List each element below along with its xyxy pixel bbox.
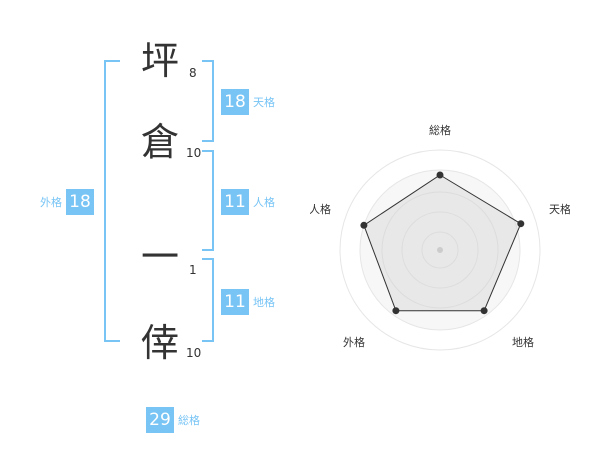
radar-polygon: [363, 174, 522, 312]
radar-label-soukaku: 総格: [429, 123, 451, 137]
radar-center-dot: [437, 247, 443, 253]
name-char-4: 倖: [140, 321, 179, 365]
stroke-count-2: 10: [186, 146, 202, 160]
soukaku-badge: 29 総格: [146, 407, 200, 433]
radar-label-tenkaku: 天格: [549, 202, 570, 216]
gaikaku-label: 外格: [40, 196, 62, 209]
jinkaku-badge: 11 人格: [221, 189, 275, 215]
stroke-count-4: 10: [186, 346, 202, 360]
tenkaku-bracket: [202, 60, 214, 142]
gaikaku-bracket: [104, 60, 120, 342]
jinkaku-value: 11: [221, 189, 249, 215]
name-char-1: 坪: [140, 39, 179, 83]
soukaku-label: 総格: [178, 414, 200, 427]
radar-point-1: [436, 171, 444, 179]
tenkaku-badge: 18 天格: [221, 89, 275, 115]
radar-point-3: [480, 307, 488, 315]
chikaku-bracket: [202, 258, 214, 342]
tenkaku-value: 18: [221, 89, 249, 115]
name-char-2: 倉: [140, 120, 179, 164]
chikaku-badge: 11 地格: [221, 289, 275, 315]
radar-label-jinkaku: 人格: [310, 202, 331, 216]
radar-point-4: [392, 307, 400, 315]
radar-chart: 総格 天格 地格 外格 人格: [310, 123, 570, 351]
soukaku-value: 29: [146, 407, 174, 433]
gaikaku-value: 18: [66, 189, 94, 215]
tenkaku-label: 天格: [253, 96, 275, 109]
jinkaku-label: 人格: [253, 196, 275, 209]
radar-label-gaikaku: 外格: [343, 335, 365, 349]
radar-point-2: [517, 220, 525, 228]
radar-label-chikaku: 地格: [512, 335, 534, 349]
stroke-count-3: 1: [189, 263, 197, 277]
gaikaku-badge: 外格 18: [40, 189, 94, 215]
chikaku-value: 11: [221, 289, 249, 315]
chikaku-label: 地格: [253, 296, 275, 309]
name-char-3: 一: [140, 235, 179, 279]
radar-point-5: [360, 221, 368, 229]
stroke-count-1: 8: [189, 66, 197, 80]
jinkaku-bracket: [202, 150, 214, 251]
